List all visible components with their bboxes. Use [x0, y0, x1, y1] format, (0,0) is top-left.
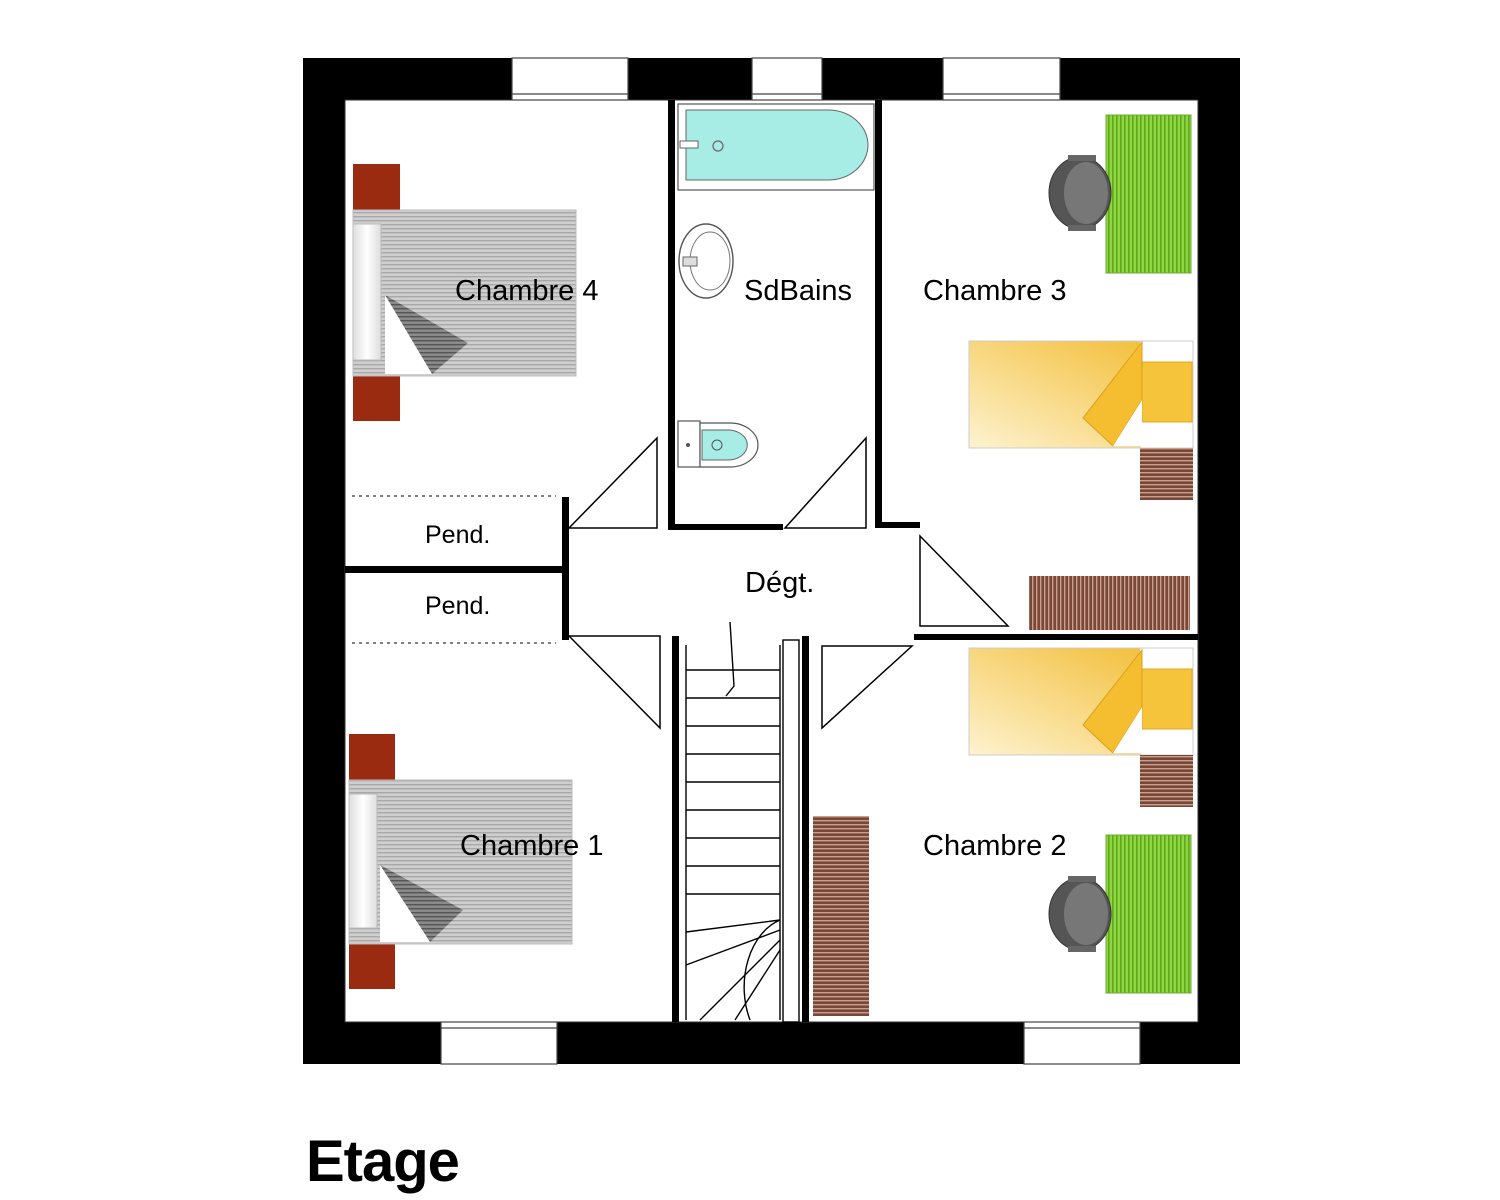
- toilet: [677, 420, 759, 468]
- interior-walls: [345, 100, 1198, 1022]
- double-bed-chambre-1: [348, 734, 573, 989]
- wardrobes: [813, 576, 1190, 1016]
- label-chambre-1: Chambre 1: [460, 830, 603, 862]
- desk-chambre-2: [1048, 834, 1192, 994]
- bathtub: [677, 103, 875, 191]
- single-bed-chambre-2: [968, 647, 1194, 807]
- single-bed-chambre-3: [968, 340, 1194, 500]
- label-chambre-4: Chambre 4: [455, 275, 598, 307]
- windows: [440, 57, 1141, 1065]
- label-sdbains: SdBains: [744, 275, 852, 307]
- label-chambre-3: Chambre 3: [923, 275, 1066, 307]
- label-pend-bottom: Pend.: [425, 592, 490, 620]
- washbasin: [678, 223, 734, 299]
- staircase: [685, 621, 800, 1023]
- label-pend-top: Pend.: [425, 521, 490, 549]
- closet-lines: [352, 495, 556, 644]
- floor-title: Etage: [306, 1129, 460, 1194]
- label-chambre-2: Chambre 2: [923, 830, 1066, 862]
- desk-chambre-3: [1048, 114, 1192, 274]
- double-bed-chambre-4: [352, 164, 577, 421]
- door-swings: [567, 436, 1010, 730]
- label-degt: Dégt.: [745, 567, 814, 599]
